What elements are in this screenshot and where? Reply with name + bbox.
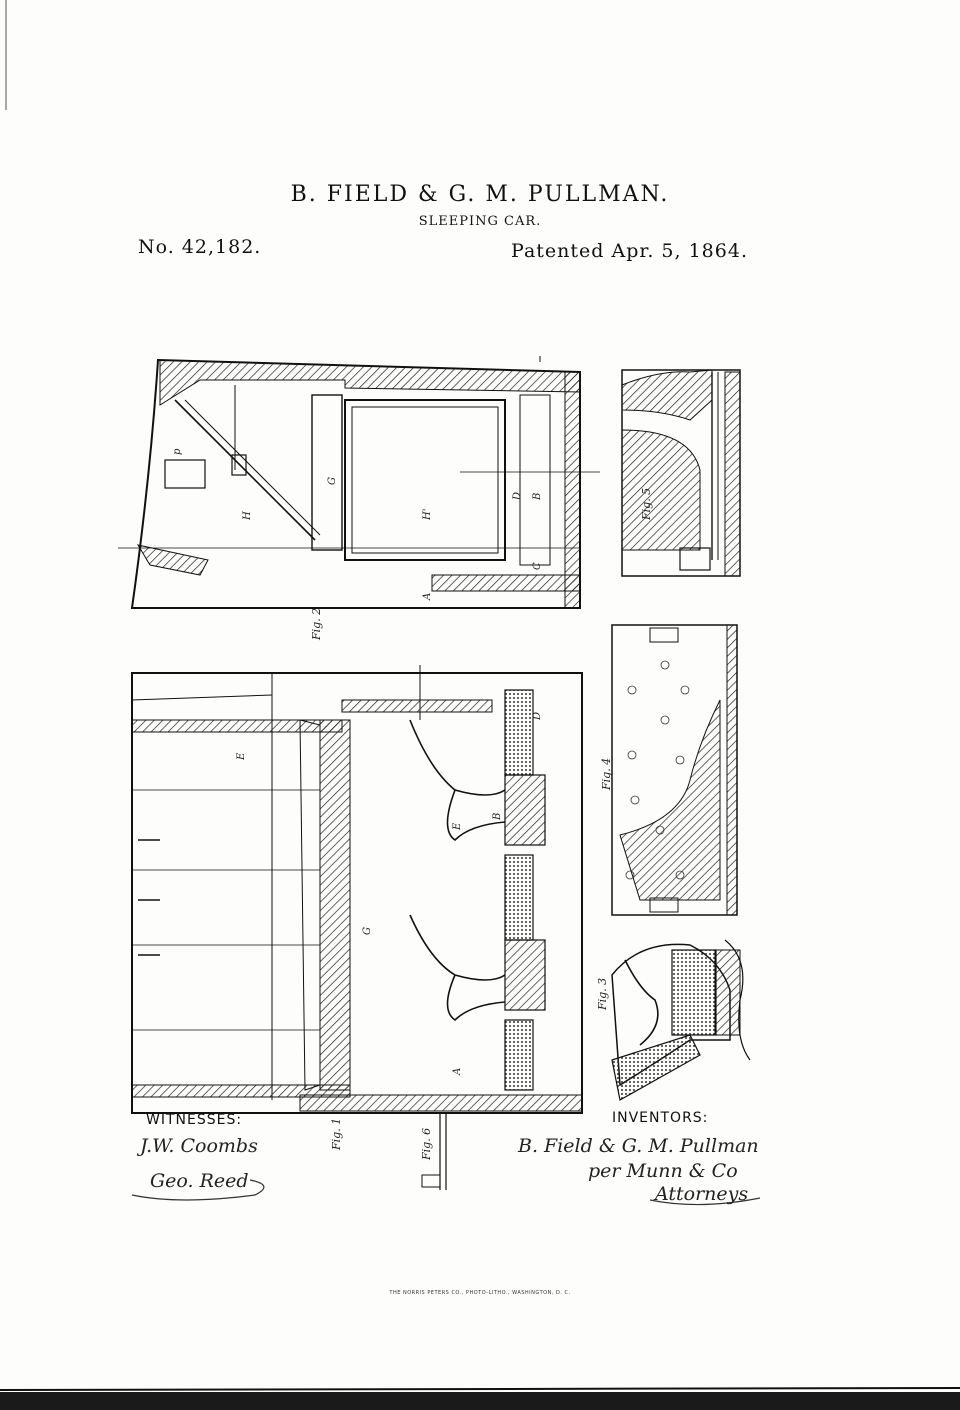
svg-text:G: G [327,477,338,485]
attorneys-signature: Attorneys [655,1183,749,1205]
scan-edge [0,1392,960,1410]
witness-signature-2: Geo. Reed [150,1170,249,1192]
witness-flourish [131,1179,265,1201]
svg-text:A: A [422,593,433,601]
figure-3: Fig. 3 [596,939,751,1101]
fig2-label: Fig. 2 [310,608,323,641]
witnesses-label: WITNESSES: [146,1112,243,1128]
figure-5: Fig. 5 [621,369,741,577]
svg-text:H: H [242,511,253,521]
svg-text:B: B [532,493,543,501]
svg-text:E: E [236,752,247,761]
attorney-flourish [649,1197,761,1206]
printer-imprint: THE NORRIS PETERS CO., PHOTO-LITHO., WAS… [389,1290,571,1296]
patent-title: SLEEPING CAR. [418,214,542,229]
svg-text:D: D [512,492,523,501]
svg-text:p: p [172,448,183,455]
svg-text:D: D [532,712,543,721]
svg-text:C: C [532,562,543,570]
inventor-signatures: B. Field & G. M. Pullman [518,1135,759,1157]
figure-4: Fig. 4 [600,624,738,916]
inventors-line: B. FIELD & G. M. PULLMAN. [290,182,670,207]
witness-signature-1: J.W. Coombs [140,1135,258,1157]
fig4-label: Fig. 4 [600,758,613,791]
svg-text:H': H' [422,509,433,521]
patent-date: Patented Apr. 5, 1864. [511,240,748,262]
per-attorney-signature: per Munn & Co [588,1160,738,1182]
svg-text:E: E [452,822,463,831]
svg-text:G: G [362,927,373,935]
svg-text:A: A [452,1068,463,1076]
inventors-label: INVENTORS: [612,1110,709,1126]
patent-number: No. 42,182. [138,236,262,258]
fig1-label: Fig. 1 [330,1118,343,1151]
svg-text:B: B [492,813,503,821]
figure-1: Fig. 1 E E B D A G [131,665,583,1151]
figure-2: Fig. 2 p H H' B D G A C [118,356,600,641]
fig5-label: Fig. 5 [640,488,653,521]
figure-6: Fig. 6 [420,1112,447,1190]
fig6-label: Fig. 6 [420,1128,433,1161]
fig3-label: Fig. 3 [596,978,609,1011]
